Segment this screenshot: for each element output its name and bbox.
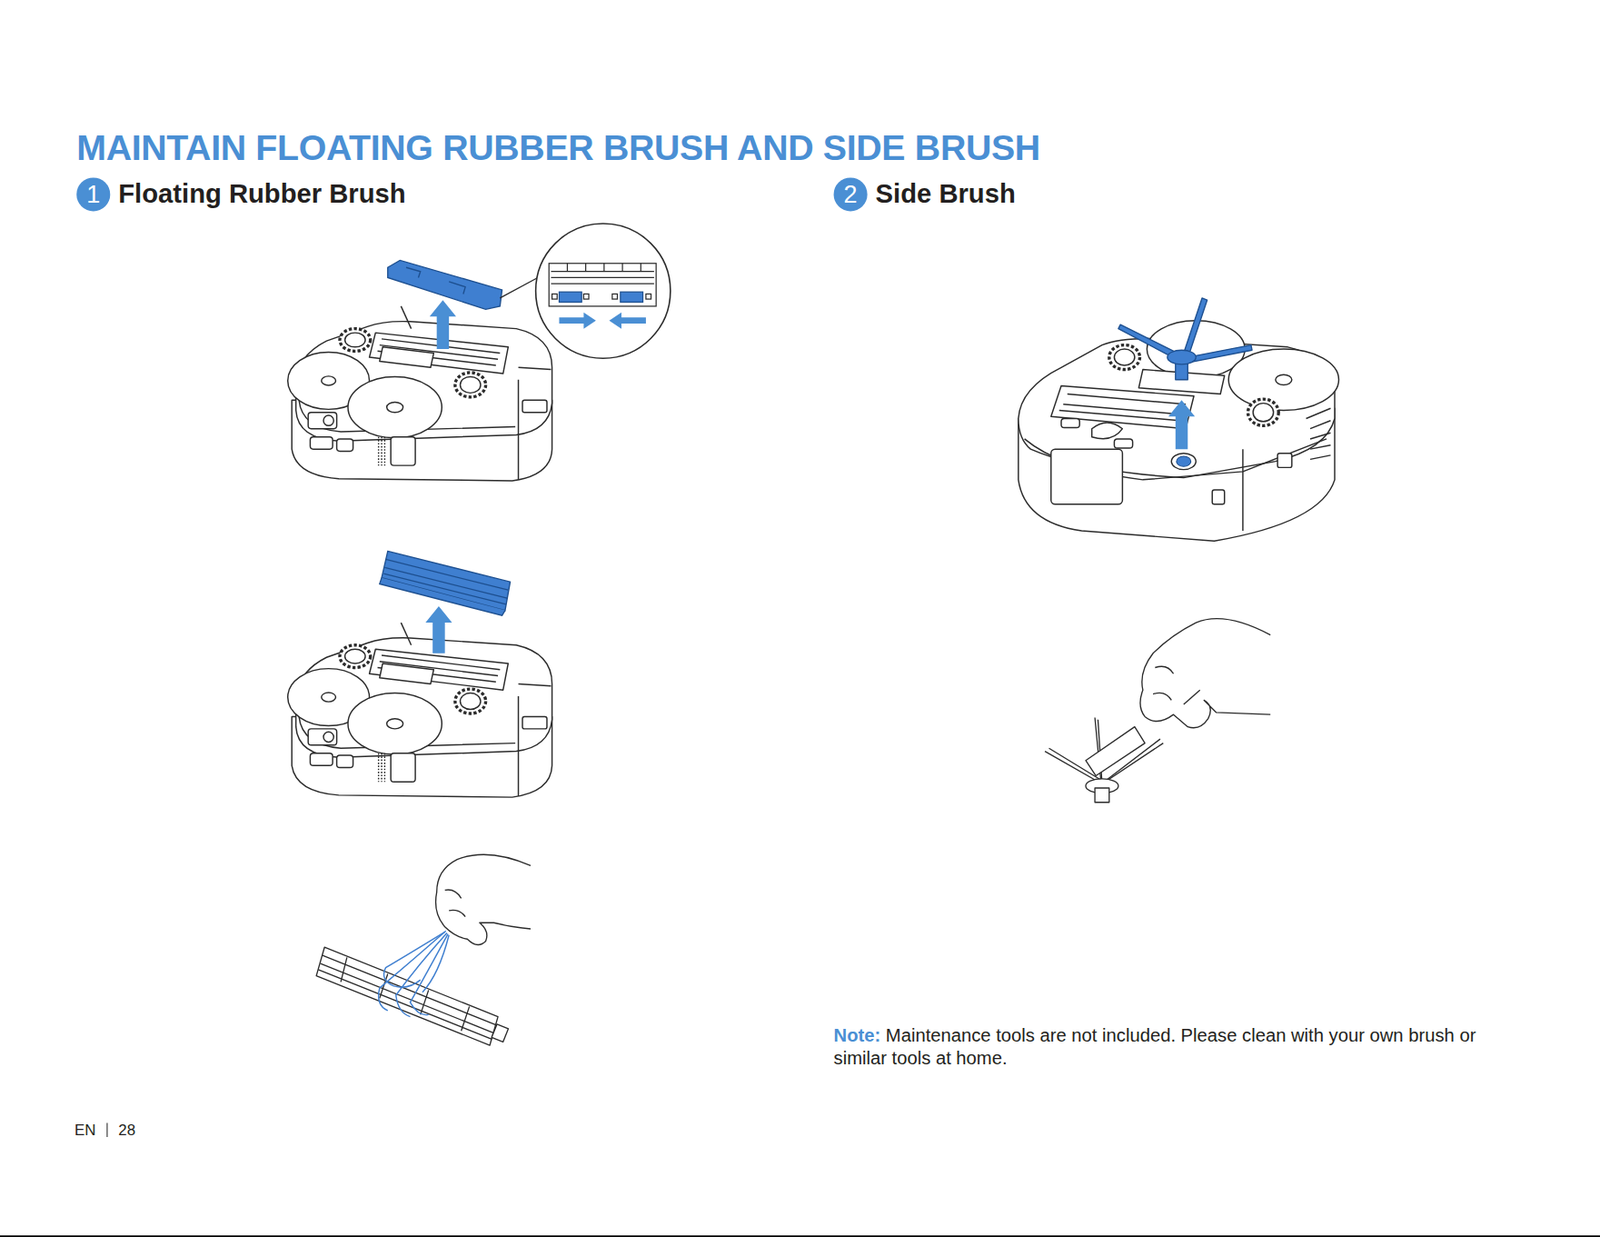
side-brush [1175, 363, 1188, 380]
page-edge [0, 1234, 1600, 1237]
side-brush-cleaning [1085, 726, 1145, 776]
step-number-badge: 1Floating Rubber Brush [76, 177, 110, 211]
step-number-badge: 2Side Brush [834, 177, 868, 211]
zoom-detail [550, 263, 654, 284]
robot-vacuum [1171, 453, 1196, 470]
robot-vacuum [1275, 374, 1292, 385]
step-number: 1 [76, 177, 110, 211]
robot-vacuum [1113, 438, 1133, 448]
zoom-detail [548, 263, 656, 307]
side-brush-cleaning [1049, 717, 1161, 783]
robot-vacuum [1092, 422, 1123, 439]
robot-vacuum [1051, 448, 1123, 505]
robot-vacuum [1212, 489, 1224, 505]
zoom-detail [552, 293, 558, 299]
rubber-brush [379, 577, 506, 617]
robot-vacuum [1248, 398, 1280, 426]
robot-vacuum [1252, 403, 1273, 422]
note-text: Maintenance tools are not included. Plea… [834, 1024, 1477, 1069]
robot-vacuum [1113, 348, 1134, 366]
zoom-detail [620, 291, 644, 302]
brush-cleaning [318, 954, 496, 1039]
side-brush-cleaning [1094, 787, 1110, 803]
zoom-detail [645, 293, 652, 299]
side-brush [1118, 298, 1253, 380]
zoom-leader [499, 277, 538, 298]
slide-arrow [558, 312, 596, 329]
brush-guard [387, 259, 503, 309]
side-brush-cleaning [1044, 618, 1271, 803]
slide-arrow [608, 312, 646, 329]
tangled-hair [422, 934, 449, 993]
zoom-circle [536, 223, 671, 358]
robot-vacuum [1228, 348, 1339, 410]
brush-guard-detail [406, 267, 466, 294]
side-brush-socket [1176, 456, 1192, 467]
robot-vacuum [288, 306, 553, 481]
footer-separator [106, 1122, 108, 1137]
side-brush [1187, 345, 1253, 363]
page-number: 28 [118, 1120, 136, 1138]
page-title: MAINTAIN FLOATING RUBBER BRUSH AND SIDE … [76, 129, 1041, 169]
step-number: 2 [834, 177, 868, 211]
zoom-detail [612, 293, 618, 299]
language-code: EN [74, 1120, 96, 1138]
brush-cleaning [445, 889, 466, 917]
robot-vacuum [1109, 345, 1141, 370]
robot-vacuum [1277, 453, 1292, 468]
robot-vacuum [1018, 320, 1340, 542]
side-brush-cleaning [1044, 719, 1163, 785]
section-heading: Floating Rubber Brush [118, 177, 406, 211]
brush-cleaning [316, 946, 498, 1045]
side-brush-cleaning [1140, 618, 1271, 728]
tangled-hair [378, 930, 449, 1016]
lift-arrow [425, 606, 452, 654]
robot-vacuum [1061, 417, 1080, 428]
side-brush [1167, 349, 1196, 365]
robot-vacuum [1242, 407, 1332, 531]
zoom-detail [583, 293, 589, 299]
robot-vacuum [1059, 394, 1186, 421]
section-heading: Side Brush [875, 177, 1016, 211]
tangled-hair [384, 931, 446, 987]
tangled-hair [409, 934, 448, 1015]
robot-vacuum [1051, 386, 1194, 429]
brush-cleaning [436, 854, 531, 945]
note-label: Note: [834, 1024, 882, 1045]
brush-cleaning [316, 854, 531, 1045]
lift-arrow [429, 299, 457, 349]
zoom-detail [558, 291, 582, 302]
lift-arrow [1168, 399, 1195, 449]
robot-vacuum [288, 622, 553, 797]
brush-cleaning [491, 1023, 508, 1043]
zoom-detail [548, 263, 656, 307]
note-block: Note:Maintenance tools are not included.… [834, 1023, 1516, 1071]
side-brush [1183, 298, 1208, 356]
rubber-brush [379, 550, 511, 616]
side-brush-cleaning [1152, 665, 1201, 705]
